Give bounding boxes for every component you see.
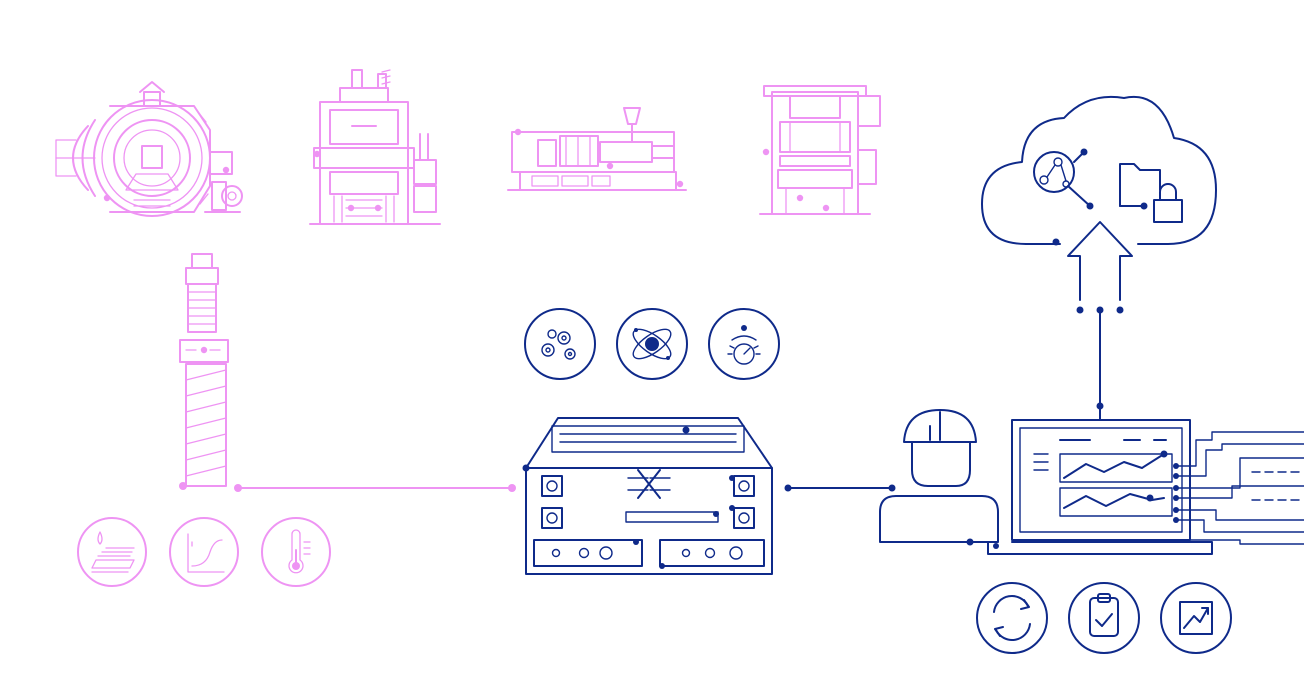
thermometer-icon: [261, 517, 331, 587]
network-graph-icon: [1033, 148, 1094, 210]
locked-folder-icon: [1119, 163, 1183, 223]
injection-molding-machine-icon: [507, 107, 687, 191]
cloud-platform-icon: [981, 95, 1217, 246]
curve-chart-icon: [169, 517, 239, 587]
operator-person-icon: [879, 409, 999, 546]
stamping-press-icon: [759, 85, 881, 215]
edge-controller-device: [522, 417, 773, 575]
machine-connection-line: [179, 482, 516, 492]
controller-operator-link: [784, 484, 896, 492]
hydraulic-press-icon: [309, 69, 441, 225]
speedometer-icon: [708, 308, 780, 380]
upload-arrow-icon: [1067, 221, 1133, 407]
sync-icon: [976, 582, 1048, 654]
drying-process-icon: [77, 517, 147, 587]
gears-icon: [524, 308, 596, 380]
extruder-screw-icon: [179, 253, 229, 487]
clipboard-check-icon: [1068, 582, 1140, 654]
atom-icon: [616, 308, 688, 380]
autoclave-machine-icon: [55, 81, 243, 217]
trend-chart-icon: [1160, 582, 1232, 654]
data-stream-lines: [1173, 431, 1304, 545]
dashboard-monitor-icon: [987, 402, 1213, 555]
